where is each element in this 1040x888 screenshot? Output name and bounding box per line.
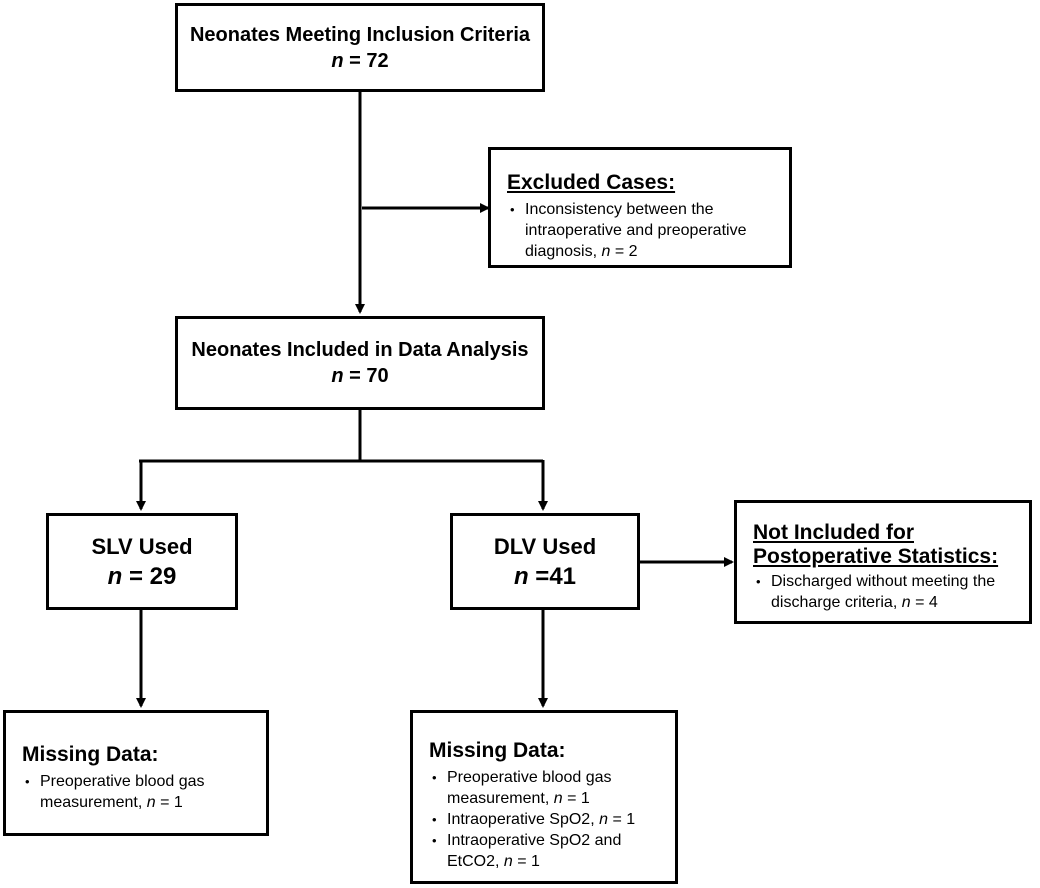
slv-missing-data-box: Missing Data: Preoperative blood gas mea… [3,710,269,836]
data-analysis-title: Neonates Included in Data Analysis [191,339,529,361]
list-item: Preoperative blood gas measurement, n = … [432,767,663,809]
dlv-used-box: DLV Used n =41 [450,513,640,610]
dlv-used-count: n =41 [513,562,577,590]
dlv-missing-data-list: Preoperative blood gas measurement, n = … [429,767,663,872]
slv-used-title: SLV Used [91,533,193,559]
not-included-heading-line2: Postoperative Statistics: [753,545,999,568]
excluded-cases-heading: Excluded Cases: [507,171,676,194]
not-included-list: Discharged without meeting the discharge… [753,571,1017,613]
data-analysis-count: n = 70 [331,365,389,387]
excluded-cases-list: Inconsistency between the intraoperative… [507,199,777,262]
list-item: Inconsistency between the intraoperative… [510,199,777,262]
not-included-heading-line1: Not Included for [753,521,914,544]
excluded-cases-box: Excluded Cases: Inconsistency between th… [488,147,792,268]
dlv-missing-data-box: Missing Data: Preoperative blood gas mea… [410,710,678,884]
inclusion-criteria-title: Neonates Meeting Inclusion Criteria [189,23,531,46]
slv-missing-data-heading: Missing Data: [22,743,159,766]
slv-used-box: SLV Used n = 29 [46,513,238,610]
inclusion-criteria-box: Neonates Meeting Inclusion Criteria n = … [175,3,545,92]
list-item: Preoperative blood gas measurement, n = … [25,771,254,813]
inclusion-criteria-count: n = 72 [331,49,389,72]
list-item: Discharged without meeting the discharge… [756,571,1017,613]
dlv-used-title: DLV Used [493,533,597,559]
slv-used-count: n = 29 [107,562,177,590]
data-analysis-box: Neonates Included in Data Analysis n = 7… [175,316,545,410]
slv-missing-data-list: Preoperative blood gas measurement, n = … [22,771,254,813]
list-item: Intraoperative SpO2 and EtCO2, n = 1 [432,830,663,872]
dlv-missing-data-heading: Missing Data: [429,739,566,762]
list-item: Intraoperative SpO2, n = 1 [432,809,663,830]
not-included-box: Not Included for Postoperative Statistic… [734,500,1032,624]
